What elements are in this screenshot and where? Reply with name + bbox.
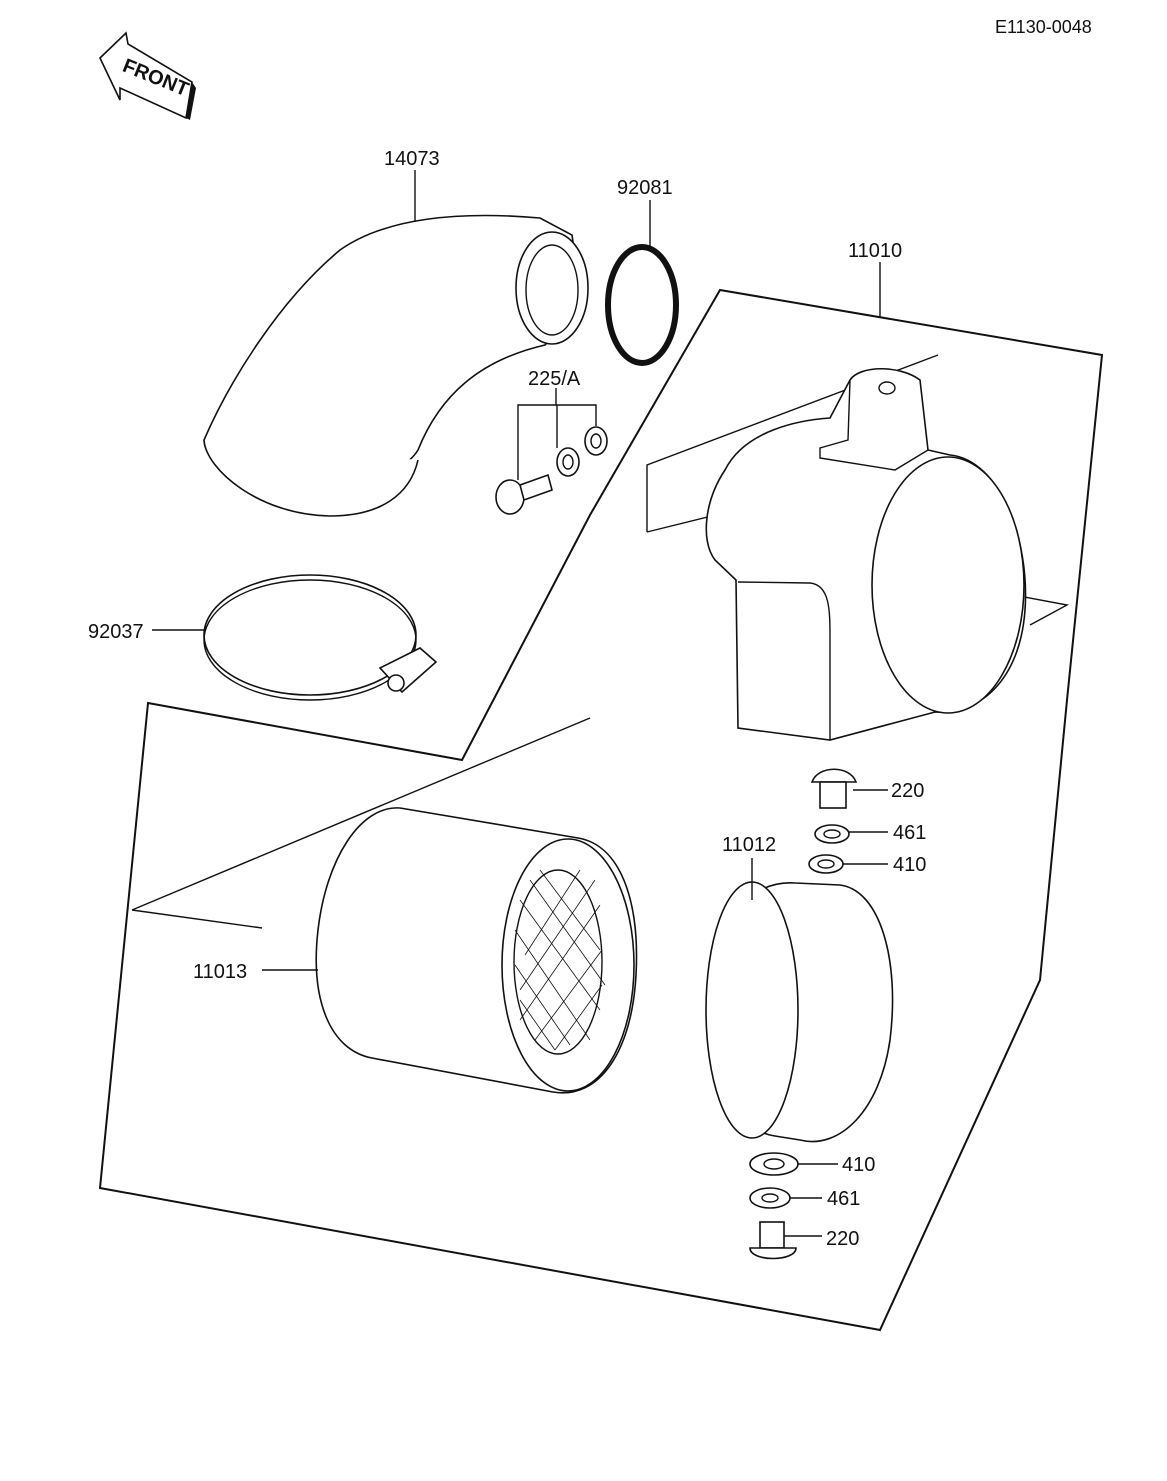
label-92037: 92037 — [88, 621, 144, 643]
label-14073: 14073 — [384, 148, 440, 170]
label-410-lower: 410 — [842, 1154, 875, 1176]
label-461-upper: 461 — [893, 822, 926, 844]
label-225a: 225/A — [528, 368, 581, 390]
leader-lines — [152, 170, 888, 1237]
label-410-upper: 410 — [893, 854, 926, 876]
diagram-code: E1130-0048 — [995, 17, 1092, 37]
label-220-lower: 220 — [826, 1228, 859, 1250]
filter-mesh — [514, 869, 606, 1051]
front-arrow-icon: FRONT — [99, 31, 196, 120]
filter-element — [315, 807, 638, 1094]
gasket-ring — [605, 244, 679, 366]
assembly-frame — [98, 288, 1104, 1332]
clamp-band — [203, 574, 438, 701]
intake-duct — [203, 214, 589, 517]
screw-lower — [749, 1152, 799, 1260]
screw-upper — [808, 768, 858, 874]
label-92081: 92081 — [617, 177, 673, 199]
label-11012: 11012 — [722, 834, 776, 856]
screw-assembly — [495, 404, 608, 515]
label-11010: 11010 — [848, 240, 902, 262]
end-cover — [705, 881, 894, 1143]
label-220-upper: 220 — [891, 780, 924, 802]
label-11013: 11013 — [193, 961, 247, 983]
label-461-lower: 461 — [827, 1188, 860, 1210]
air-cleaner-housing — [705, 367, 1027, 741]
